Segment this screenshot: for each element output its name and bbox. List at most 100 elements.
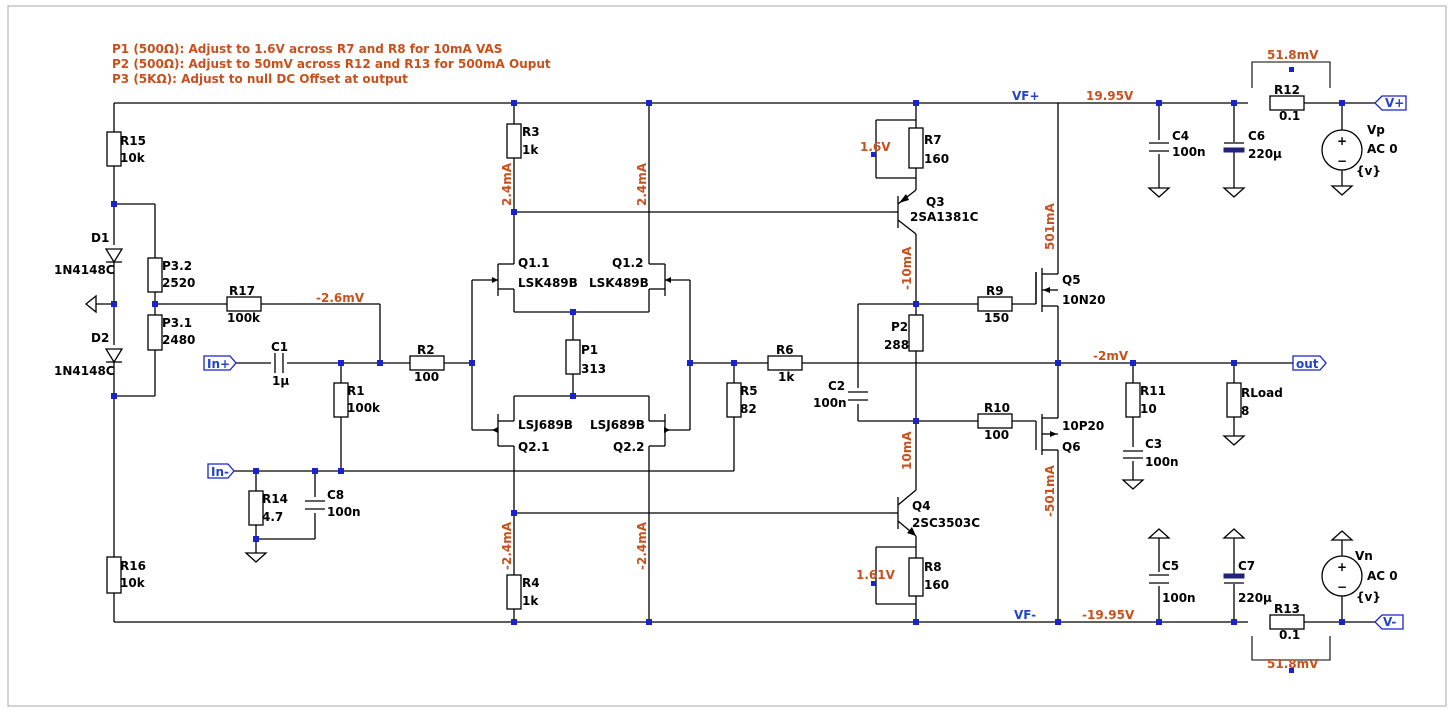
ref-r2: R2 <box>417 343 435 357</box>
resistor-r6 <box>767 355 803 371</box>
bjt-q3 <box>890 189 917 235</box>
jfet-q1-2 <box>648 255 671 296</box>
potentiometer-p1 <box>565 339 581 375</box>
meas-i-r4: -2.4mA <box>500 521 514 570</box>
resistor-rload <box>1226 382 1242 418</box>
meas-pos-rail: 19.95V <box>1086 89 1134 103</box>
note-p2: P2 (500Ω): Adjust to 50mV across R12 and… <box>112 57 551 71</box>
svg-text:−: − <box>1337 580 1347 594</box>
potentiometer-p3-2 <box>147 257 163 293</box>
val-c8: 100n <box>327 505 361 519</box>
svg-text:In+: In+ <box>207 357 230 371</box>
ref-p1: P1 <box>581 343 598 357</box>
ref-r1: R1 <box>347 384 365 398</box>
component-labels: R15 10k R16 10k D1 1N4148C D2 1N4148C P3… <box>54 83 1398 642</box>
ref-r15: R15 <box>120 134 146 148</box>
mosfet-q6 <box>1035 410 1059 455</box>
resistor-r10 <box>977 413 1013 429</box>
param-vn: {v} <box>1356 590 1381 604</box>
ref-q6: Q6 <box>1062 440 1081 454</box>
ref-q2-2: Q2.2 <box>613 440 644 454</box>
port-v-minus: V- <box>1374 614 1404 630</box>
junction-dots <box>111 67 1345 673</box>
val-q3: 2SA1381C <box>910 210 979 224</box>
ref-c1: C1 <box>271 340 288 354</box>
ref-q2-1: Q2.1 <box>518 440 549 454</box>
ref-q1-1: Q1.1 <box>518 256 549 270</box>
capacitor-c4 <box>1149 142 1169 152</box>
ref-c8: C8 <box>327 488 344 502</box>
val-p3-1: 2480 <box>162 333 195 347</box>
val-rload: 8 <box>1241 404 1249 418</box>
ref-vp: Vp <box>1367 123 1385 137</box>
val-r9: 150 <box>984 311 1009 325</box>
val-r7: 160 <box>924 152 949 166</box>
ref-p3-1: P3.1 <box>162 316 192 330</box>
svg-text:+: + <box>1337 560 1347 574</box>
svg-text:−: − <box>1337 154 1347 168</box>
ref-q4: Q4 <box>912 499 931 513</box>
ref-r5: R5 <box>740 384 758 398</box>
net-vf-minus: VF- <box>1014 608 1036 622</box>
val-r8: 160 <box>924 578 949 592</box>
meas-r7-drop: 1.6V <box>860 140 891 154</box>
val-r5: 82 <box>740 402 757 416</box>
val-r10: 100 <box>984 428 1009 442</box>
val-r13: 0.1 <box>1279 628 1300 642</box>
note-p1: P1 (500Ω): Adjust to 1.6V across R7 and … <box>112 42 502 56</box>
val-r1: 100k <box>347 401 381 415</box>
ref-r11: R11 <box>1140 384 1166 398</box>
capacitor-c2 <box>848 391 868 401</box>
meas-r8-drop: 1.61V <box>856 568 896 582</box>
resistor-r14 <box>248 490 264 526</box>
ref-r16: R16 <box>120 559 146 573</box>
val-q2-2: LSJ689B <box>590 418 645 432</box>
port-in-plus: In+ <box>203 355 237 371</box>
resistor-r5 <box>726 382 742 418</box>
val-q1-2: LSK489B <box>589 276 649 290</box>
capacitor-c1 <box>274 353 284 373</box>
capacitor-c7 <box>1223 573 1245 584</box>
val-r14: 4.7 <box>262 510 283 524</box>
wires <box>96 61 1375 661</box>
ref-r4: R4 <box>522 576 540 590</box>
val-c7: 220µ <box>1238 591 1272 605</box>
val-q1-1: LSK489B <box>518 276 578 290</box>
sheet-border <box>7 5 1447 707</box>
val-r17: 100k <box>227 311 261 325</box>
ref-d1: D1 <box>91 231 109 245</box>
val-q6: 10P20 <box>1062 419 1104 433</box>
meas-i-q6: -501mA <box>1043 464 1057 517</box>
mosfet-q5 <box>1035 268 1059 312</box>
capacitor-c8 <box>305 500 325 510</box>
ref-r7: R7 <box>924 133 942 147</box>
val-c4: 100n <box>1172 145 1206 159</box>
diode-d1 <box>104 248 124 264</box>
val-r12: 0.1 <box>1279 109 1300 123</box>
ref-r9: R9 <box>986 284 1004 298</box>
val-q5: 10N20 <box>1062 293 1105 307</box>
val-r16: 10k <box>120 576 146 590</box>
ref-c2: C2 <box>828 379 845 393</box>
ref-vn: Vn <box>1355 549 1373 563</box>
meas-r12-drop: 51.8mV <box>1267 48 1319 62</box>
resistor-r4 <box>506 574 522 610</box>
net-vf-plus: VF+ <box>1012 89 1040 103</box>
port-out: out <box>1292 355 1327 371</box>
ref-r17: R17 <box>229 284 255 298</box>
voltage-source-vp: + − <box>1321 129 1363 171</box>
val-r6: 1k <box>778 370 795 384</box>
port-in-minus: In- <box>207 463 235 479</box>
resistor-r17 <box>226 296 262 312</box>
meas-i-r3: 2.4mA <box>500 162 514 206</box>
resistor-r8 <box>908 557 924 597</box>
ref-c5: C5 <box>1162 559 1179 573</box>
resistor-r13 <box>1269 614 1305 630</box>
measurement-labels: 19.95V -19.95V 51.8mV 51.8mV 1.6V 1.61V … <box>316 48 1319 671</box>
potentiometer-p2 <box>908 314 924 352</box>
val-r11: 10 <box>1140 402 1157 416</box>
val-p3-2: 2520 <box>162 276 195 290</box>
resistor-r7 <box>908 127 924 169</box>
meas-i-q12: 2.4mA <box>635 162 649 206</box>
ref-c6: C6 <box>1248 129 1265 143</box>
